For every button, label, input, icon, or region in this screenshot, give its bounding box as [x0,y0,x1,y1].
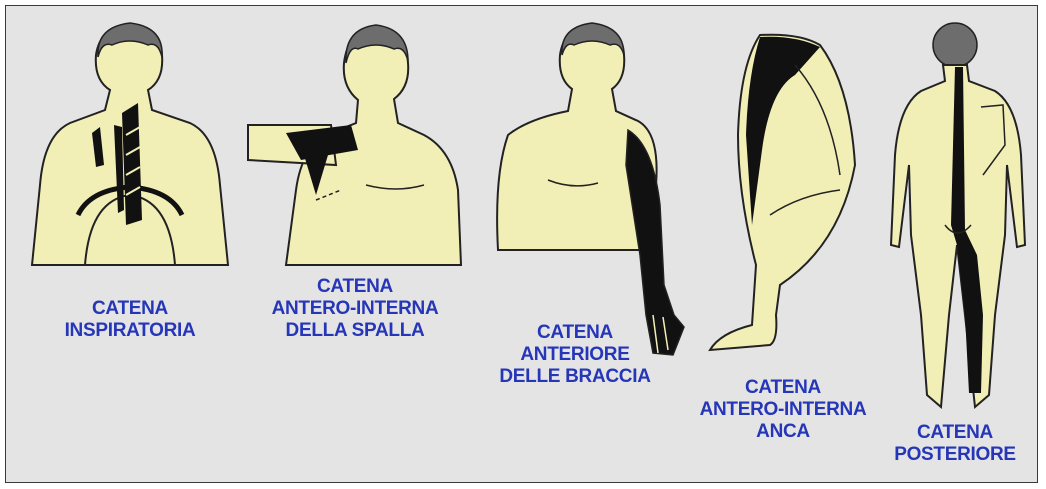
label-line: CATENA [880,422,1030,444]
label-line: ANCA [688,421,878,443]
label-line: CATENA [688,377,878,399]
figure-posteriore [885,15,1030,415]
label-line: CATENA [35,298,225,320]
label-line: ANTERO-INTERNA [250,298,460,320]
label-line: CATENA [250,276,460,298]
label-line: ANTERO-INTERNA [688,399,878,421]
label-spalla: CATENA ANTERO-INTERNA DELLA SPALLA [250,276,460,342]
label-anca: CATENA ANTERO-INTERNA ANCA [688,377,878,443]
label-line: DELLA SPALLA [250,320,460,342]
figure-braccia [488,15,688,365]
label-line: DELLE BRACCIA [480,366,670,388]
label-inspiratoria: CATENA INSPIRATORIA [35,298,225,342]
label-line: ANTERIORE [480,344,670,366]
figure-spalla [246,15,466,270]
figure-inspiratoria [30,15,230,270]
label-line: CATENA [480,322,670,344]
label-line: POSTERIORE [880,444,1030,466]
figure-anca [690,15,870,365]
label-braccia: CATENA ANTERIORE DELLE BRACCIA [480,322,670,388]
label-posteriore: CATENA POSTERIORE [880,422,1030,466]
label-line: INSPIRATORIA [35,320,225,342]
